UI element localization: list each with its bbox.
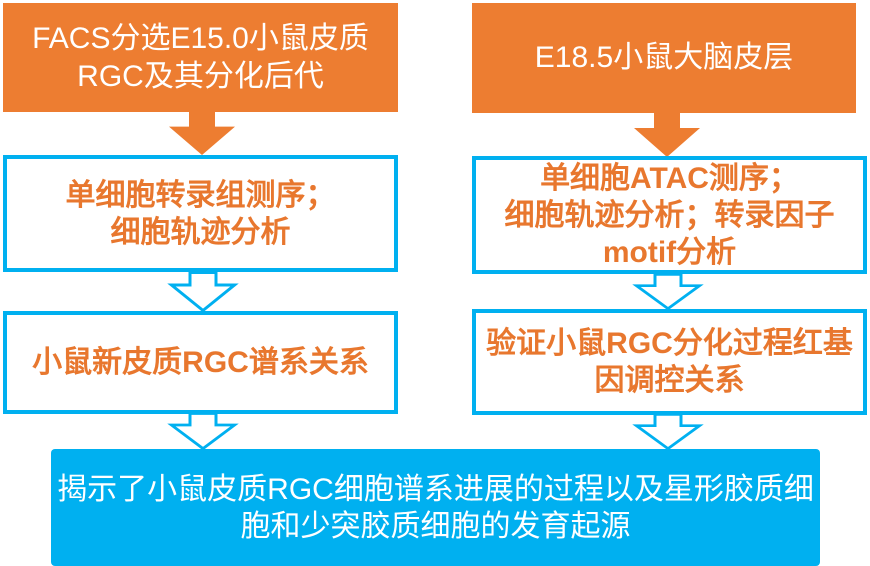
conclusion-box-text: 揭示了小鼠皮质RGC细胞谱系进展的过程以及星形胶质细 胞和少突胶质细胞的发育起源: [57, 472, 814, 543]
down-arrow-outline-right-2: [632, 413, 704, 451]
down-arrow-solid-left: [169, 112, 235, 155]
method-box-right-text: 单细胞ATAC测序； 细胞轨迹分析；转录因子 motif分析: [504, 161, 835, 269]
conclusion-box: 揭示了小鼠皮质RGC细胞谱系进展的过程以及星形胶质细 胞和少突胶质细胞的发育起源: [51, 449, 820, 566]
source-box-left: FACS分选E15.0小鼠皮质 RGC及其分化后代: [3, 3, 398, 112]
source-box-right: E18.5小鼠大脑皮层: [472, 3, 856, 113]
result-box-left-text: 小鼠新皮质RGC谱系关系: [32, 346, 369, 379]
method-box-right: 单细胞ATAC测序； 细胞轨迹分析；转录因子 motif分析: [472, 156, 867, 274]
down-arrow-outline-right-1: [632, 273, 704, 311]
result-box-left: 小鼠新皮质RGC谱系关系: [3, 311, 398, 414]
method-box-left: 单细胞转录组测序； 细胞轨迹分析: [3, 155, 398, 272]
source-box-left-text: FACS分选E15.0小鼠皮质 RGC及其分化后代: [32, 21, 369, 93]
method-box-left-text: 单细胞转录组测序； 细胞轨迹分析: [65, 178, 336, 249]
result-box-right-text: 验证小鼠RGC分化过程红基 因调控关系: [486, 327, 853, 397]
result-box-right: 验证小鼠RGC分化过程红基 因调控关系: [472, 309, 867, 415]
source-box-right-text: E18.5小鼠大脑皮层: [534, 41, 794, 74]
down-arrow-outline-left-1: [167, 271, 239, 313]
down-arrow-solid-right: [634, 113, 700, 157]
down-arrow-outline-left-2: [167, 412, 239, 451]
